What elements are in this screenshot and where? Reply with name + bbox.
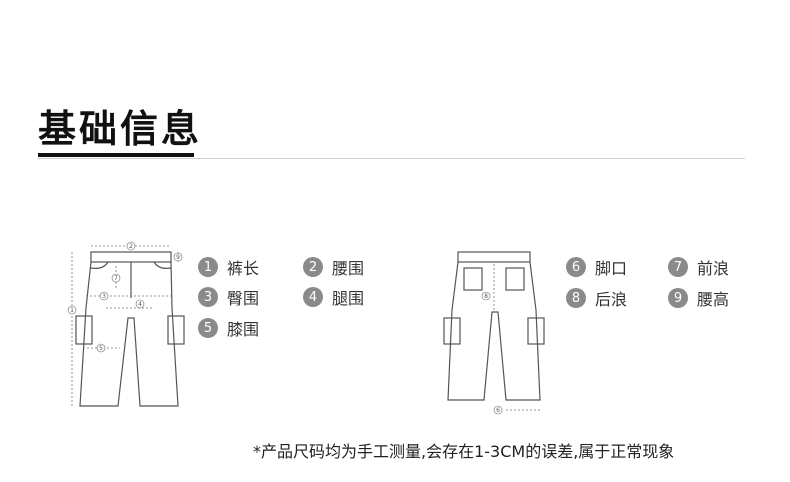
legend-label: 后浪 <box>595 290 628 309</box>
mark-3: 3 <box>102 293 106 300</box>
mark-9: 9 <box>176 254 180 261</box>
mark-4: 4 <box>138 301 142 308</box>
legend-number: 1 <box>198 257 218 277</box>
legend-label: 臀围 <box>227 289 260 308</box>
legend-item-thigh: 4 腿围 <box>303 285 364 309</box>
back-pants-diagram: 6 8 <box>443 251 545 415</box>
legend-number: 6 <box>566 257 586 277</box>
mark-1: 1 <box>70 307 74 314</box>
legend-item-pants-length: 1 裤长 <box>198 255 259 279</box>
legend-number: 9 <box>668 288 688 308</box>
legend-item-front-rise: 7 前浪 <box>668 255 729 279</box>
legend-item-waist-height: 9 腰高 <box>668 286 729 310</box>
mark-8: 8 <box>484 293 488 300</box>
section-divider <box>38 158 745 159</box>
legend-number: 3 <box>198 287 218 307</box>
legend-number: 8 <box>566 288 586 308</box>
legend-label: 腿围 <box>332 289 365 308</box>
mark-7: 7 <box>114 275 118 282</box>
mark-2: 2 <box>129 243 133 250</box>
legend-label: 脚口 <box>595 259 628 278</box>
mark-6: 6 <box>496 407 500 414</box>
legend-item-hip: 3 臀围 <box>198 285 259 309</box>
title-underline <box>38 153 194 157</box>
legend-label: 前浪 <box>697 259 730 278</box>
measurement-note: *产品尺码均为手工测量,会存在1-3CM的误差,属于正常现象 <box>253 442 675 461</box>
legend-number: 7 <box>668 257 688 277</box>
legend-label: 裤长 <box>227 259 260 278</box>
legend-label: 腰高 <box>697 290 730 309</box>
legend-number: 2 <box>303 257 323 277</box>
legend-item-hem: 6 脚口 <box>566 255 627 279</box>
legend-label: 腰围 <box>332 259 365 278</box>
front-pants-diagram: 1 2 3 4 5 7 9 <box>67 241 185 407</box>
legend-number: 5 <box>198 318 218 338</box>
legend-item-back-rise: 8 后浪 <box>566 286 627 310</box>
section-title: 基础信息 <box>38 107 203 151</box>
legend-number: 4 <box>303 287 323 307</box>
legend-label: 膝围 <box>227 320 260 339</box>
mark-5: 5 <box>99 345 103 352</box>
legend-item-waist: 2 腰围 <box>303 255 364 279</box>
legend-item-knee: 5 膝围 <box>198 316 259 340</box>
